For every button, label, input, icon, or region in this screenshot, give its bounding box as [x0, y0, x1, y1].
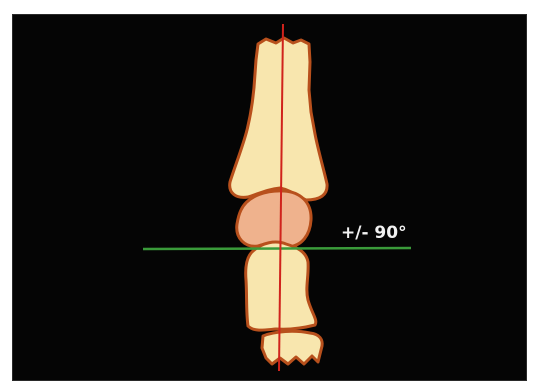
joint-reference-line: [143, 248, 411, 249]
proximal-bone: [230, 38, 327, 200]
intermediate-bone: [237, 191, 311, 247]
terminal-bone: [262, 331, 322, 364]
angle-label: +/- 90°: [341, 223, 407, 243]
